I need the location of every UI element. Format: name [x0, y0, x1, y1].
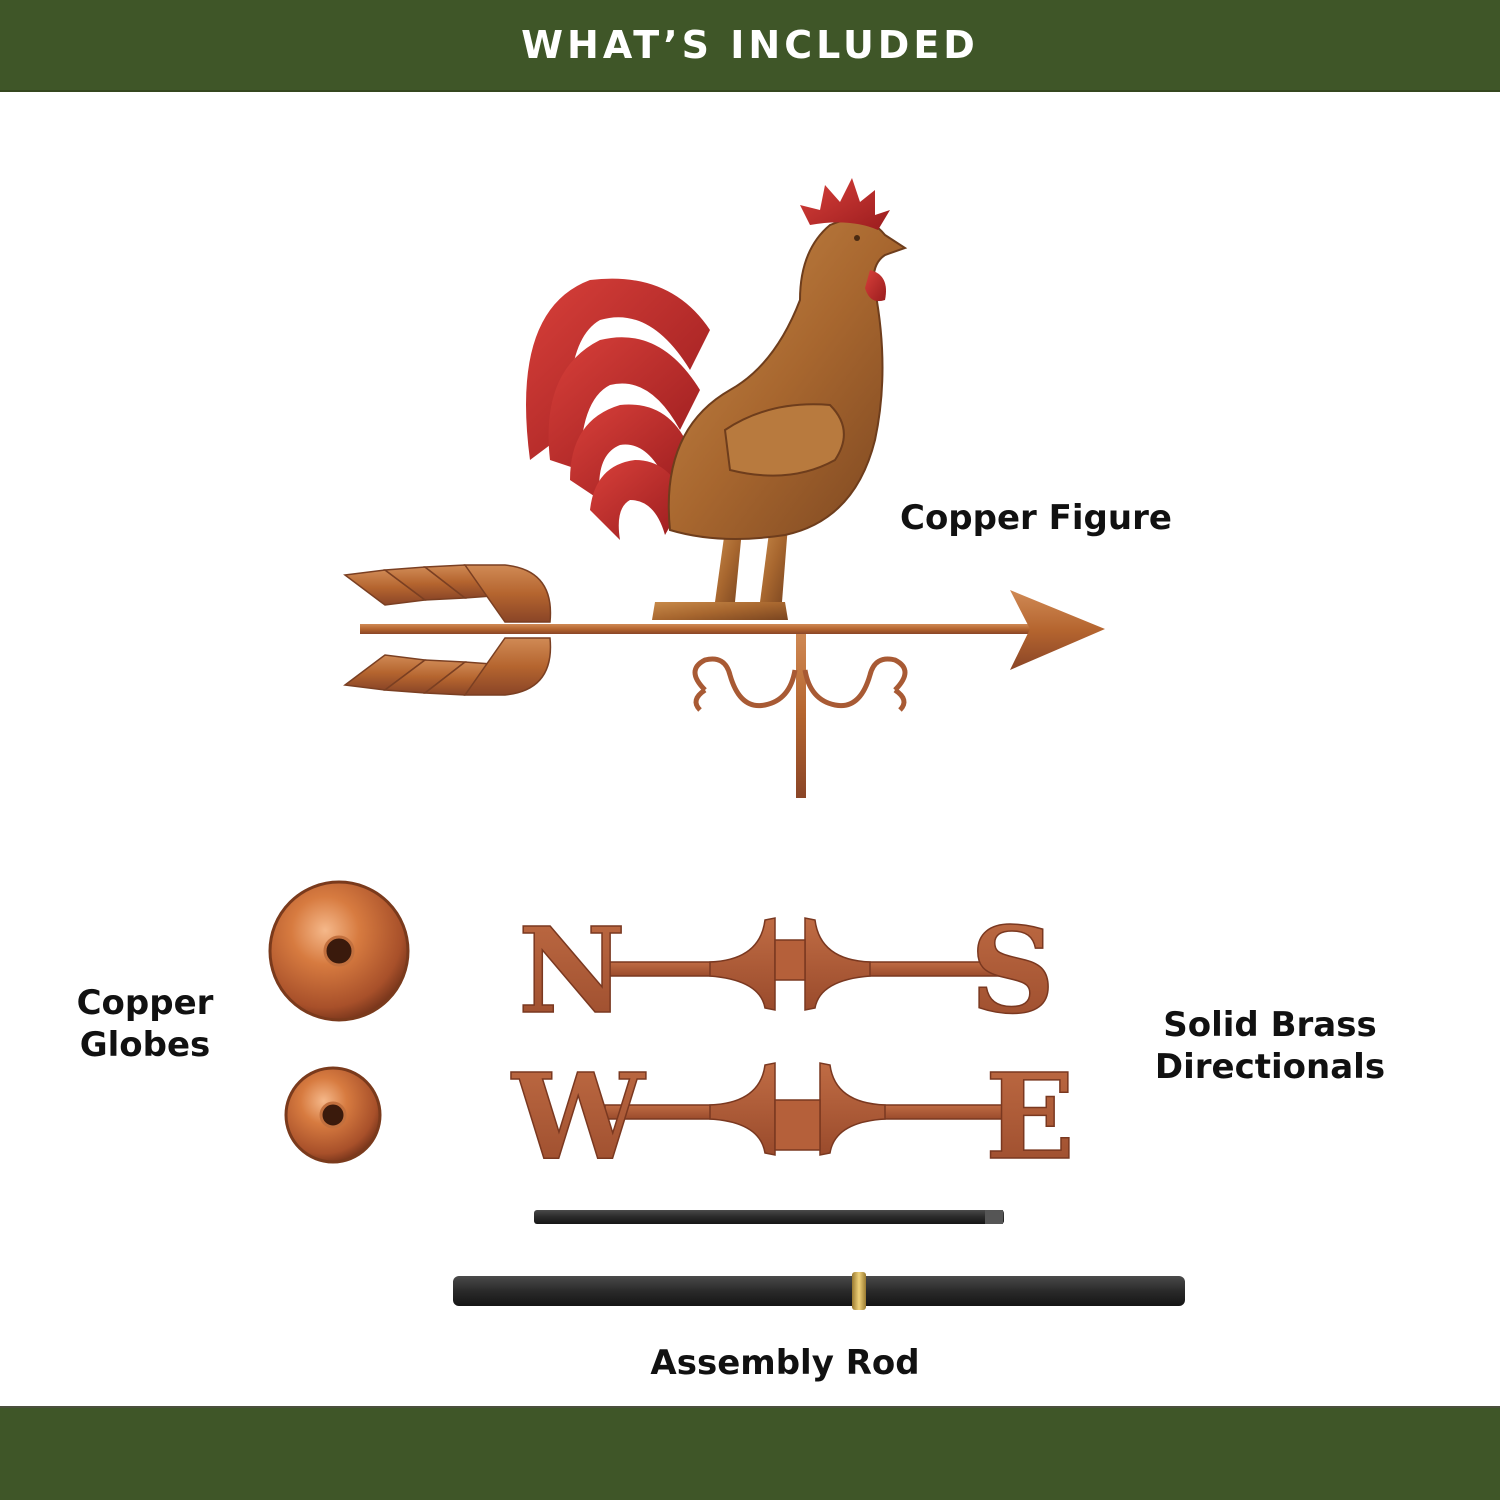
label-copper-globes-line1: Copper: [76, 983, 214, 1023]
page-title: WHAT’S INCLUDED: [521, 23, 979, 67]
assembly-rods-image: [453, 1210, 1185, 1310]
label-copper-globes: Copper Globes: [60, 982, 230, 1066]
compass-directionals-image: N S W E: [509, 900, 1075, 1187]
letter-e: E: [985, 1047, 1075, 1186]
label-directionals: Solid Brass Directionals: [1140, 1004, 1400, 1088]
header-banner: WHAT’S INCLUDED: [0, 0, 1500, 92]
copper-globes-image: [268, 880, 410, 1164]
label-copper-globes-line2: Globes: [79, 1025, 211, 1065]
label-directionals-line2: Directionals: [1154, 1047, 1386, 1087]
footer-banner: [0, 1406, 1500, 1500]
rooster-weathervane-image: [343, 178, 1105, 798]
label-assembly-rod: Assembly Rod: [650, 1343, 920, 1383]
label-directionals-line1: Solid Brass: [1163, 1005, 1377, 1045]
label-copper-figure: Copper Figure: [900, 498, 1172, 538]
letter-s: S: [970, 901, 1055, 1040]
letter-n: N: [518, 901, 626, 1040]
letter-w: W: [510, 1047, 646, 1186]
